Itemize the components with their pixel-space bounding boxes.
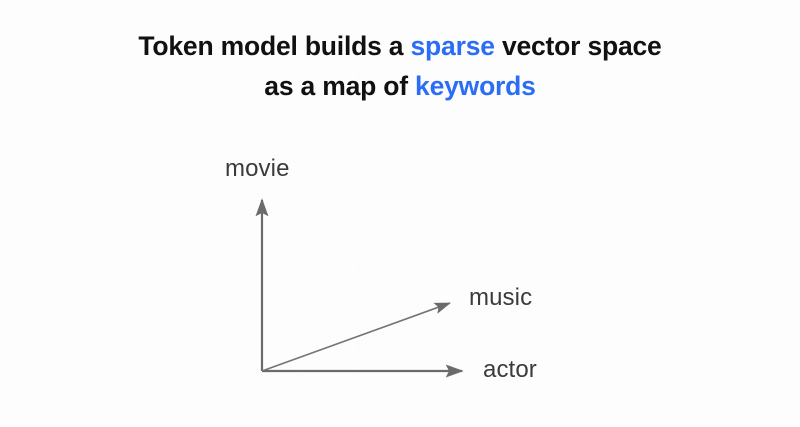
page-title: Token model builds a sparse vector space… (0, 26, 800, 106)
axis-label-actor: actor (483, 356, 537, 383)
title-line-1-part2: vector space (494, 31, 662, 61)
title-highlight-sparse: sparse (410, 31, 495, 61)
axis-line-music (261, 302, 452, 372)
title-line-1-part1: Token model builds a (138, 31, 411, 61)
title-highlight-keywords: keywords (415, 71, 536, 101)
title-line-2-part1: as a map of (264, 71, 416, 101)
axis-label-movie: movie (225, 155, 290, 182)
title-line-1: Token model builds a sparse vector space (0, 26, 800, 66)
title-line-2: as a map of keywords (0, 66, 800, 106)
axis-label-music: music (469, 284, 533, 311)
